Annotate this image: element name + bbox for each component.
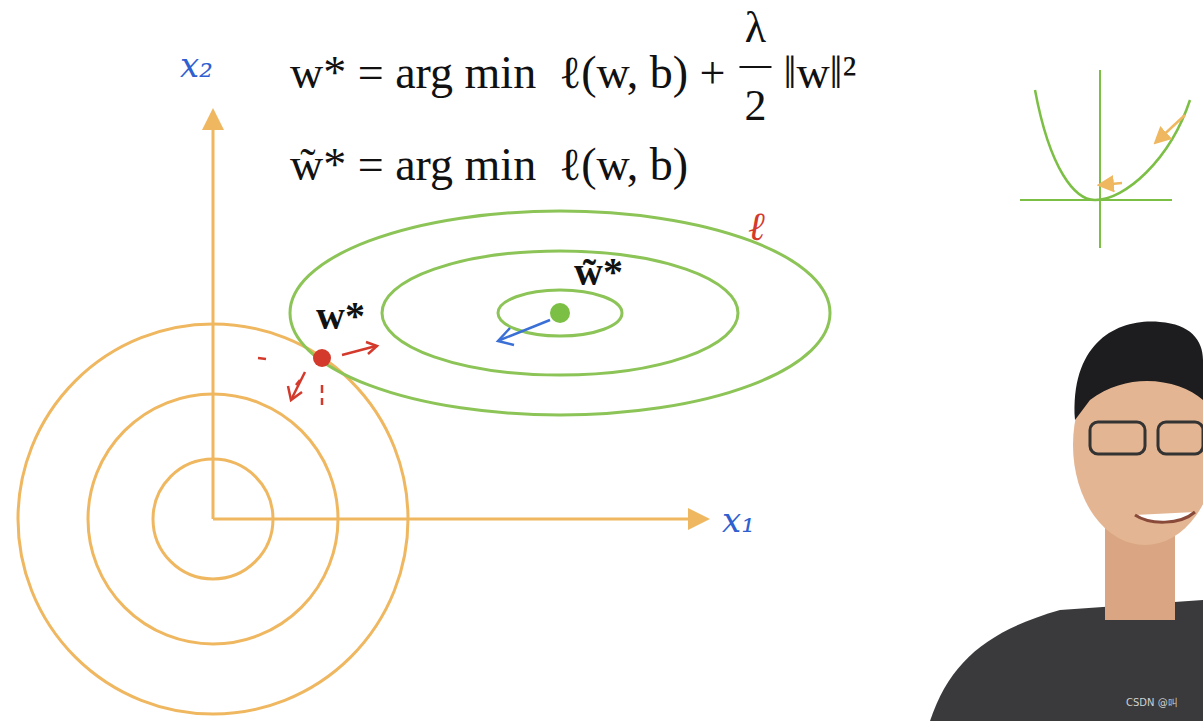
arrowhead — [498, 328, 514, 345]
axis — [1099, 70, 1101, 248]
arrowhead — [688, 508, 710, 530]
parabola-sketch — [1020, 70, 1190, 248]
tick — [296, 380, 300, 385]
fraction-denominator: 2 — [744, 84, 766, 128]
formula: ‖w‖² — [783, 50, 856, 96]
fraction-bar — [739, 66, 771, 68]
contour-label: ℓ — [748, 206, 765, 246]
point-label: w* — [316, 296, 365, 336]
smile — [1135, 512, 1195, 522]
optimum-dot — [313, 349, 331, 367]
contour — [498, 290, 622, 336]
axis — [213, 518, 690, 521]
arrowhead — [202, 108, 224, 130]
axis — [212, 128, 215, 519]
curve — [1035, 90, 1190, 200]
tick — [258, 358, 266, 359]
arrowhead — [288, 386, 302, 400]
loss-minimum — [550, 303, 570, 323]
force-arrows — [258, 342, 377, 405]
constrained-optimum — [258, 342, 377, 405]
fraction-numerator: λ — [745, 6, 766, 50]
axis-label: x₁ — [722, 503, 755, 537]
formula: w* = arg min ℓ(w, b) + — [290, 50, 725, 96]
gradient-arrow — [498, 320, 550, 345]
axes — [202, 108, 710, 530]
arrowhead — [366, 342, 377, 354]
contour — [382, 251, 738, 375]
presenter — [930, 322, 1203, 721]
glasses — [1090, 422, 1145, 454]
gradient-arrow — [1156, 115, 1185, 142]
gradient-arrow — [1100, 183, 1122, 185]
formula: w̃* = arg min ℓ(w, b) — [290, 142, 688, 188]
watermark: CSDN @叫 — [1126, 698, 1178, 708]
tick — [321, 398, 324, 405]
glasses — [1158, 422, 1203, 454]
hair — [1075, 322, 1203, 420]
axis-label: x₂ — [180, 48, 213, 82]
point-label: w̃* — [574, 252, 623, 292]
tick — [321, 385, 324, 393]
